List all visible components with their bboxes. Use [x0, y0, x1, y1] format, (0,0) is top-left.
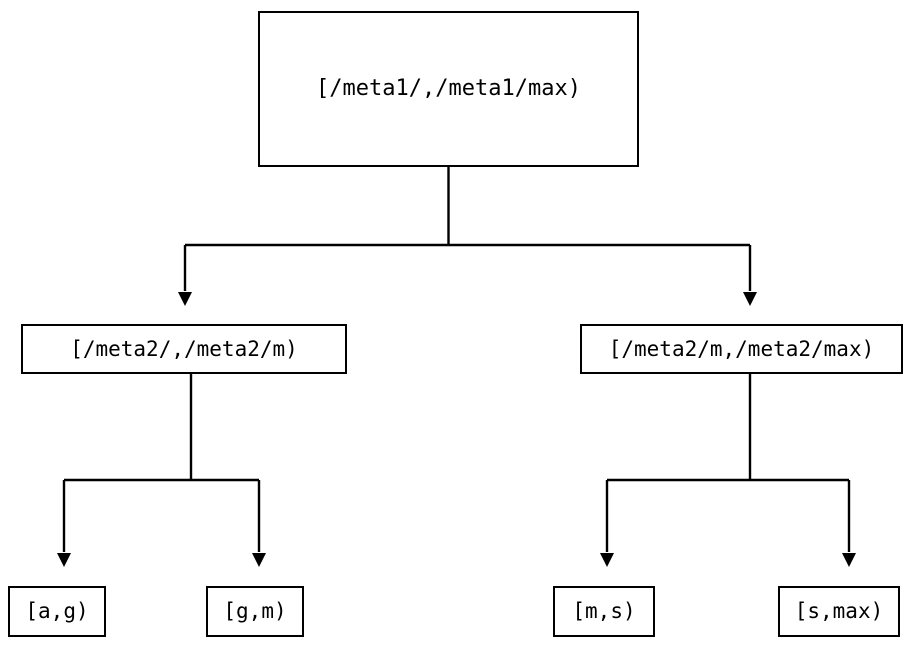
arrowhead-leaf-4: [842, 553, 856, 567]
tree-node-root-label: [/meta1/,/meta1/max): [316, 76, 581, 101]
tree-node-leaf-4[interactable]: [s,max): [778, 586, 900, 637]
tree-node-mid-left-label: [/meta2/,/meta2/m): [70, 336, 298, 361]
tree-node-mid-left[interactable]: [/meta2/,/meta2/m): [21, 324, 347, 374]
arrowhead-leaf-2: [252, 553, 266, 567]
arrowhead-leaf-1: [57, 553, 71, 567]
tree-node-root[interactable]: [/meta1/,/meta1/max): [258, 11, 639, 167]
tree-node-leaf-2[interactable]: [g,m): [206, 586, 304, 637]
arrowhead-mid-right: [743, 292, 757, 306]
edge-midleft-to-leaves: [57, 374, 266, 567]
edge-midright-to-leaves: [600, 374, 856, 567]
tree-node-leaf-3[interactable]: [m,s): [553, 586, 655, 637]
tree-node-mid-right-label: [/meta2/m,/meta2/max): [608, 336, 875, 361]
tree-node-leaf-1-label: [a,g): [25, 599, 89, 623]
tree-node-leaf-3-label: [m,s): [572, 599, 636, 623]
arrowhead-mid-left: [178, 292, 192, 306]
edge-root-to-mid: [178, 167, 757, 306]
tree-node-leaf-4-label: [s,max): [794, 599, 884, 623]
tree-node-leaf-1[interactable]: [a,g): [8, 586, 106, 637]
tree-node-leaf-2-label: [g,m): [223, 599, 287, 623]
tree-node-mid-right[interactable]: [/meta2/m,/meta2/max): [580, 324, 903, 374]
arrowhead-leaf-3: [600, 553, 614, 567]
